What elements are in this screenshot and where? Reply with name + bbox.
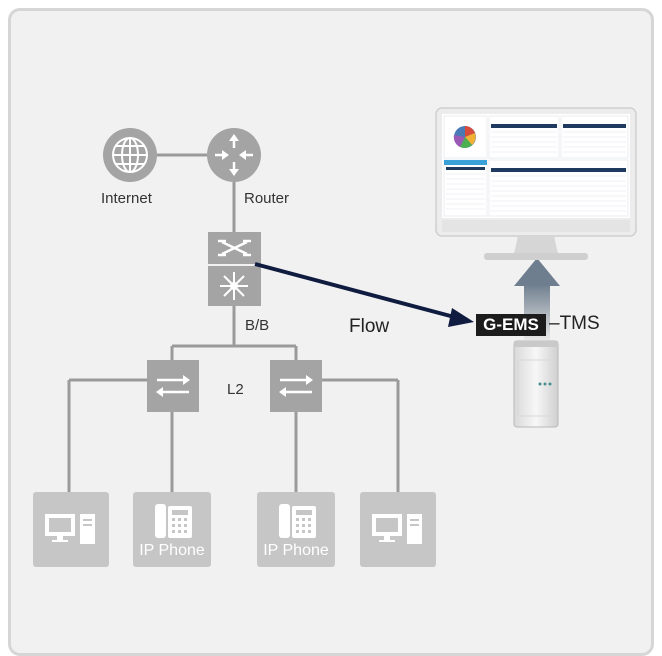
router-icon [207,128,261,182]
flow-arrow [254,262,474,327]
l2-switch-icon [270,360,322,412]
server-icon [513,340,559,428]
l3-switch-icon [208,266,261,306]
router-label: Router [244,190,290,207]
phone-icon [257,492,335,567]
pc-icon [33,492,109,567]
pc-icon [360,492,436,567]
monitor-icon [435,107,637,260]
globe-icon [103,128,157,182]
l2-label: L2 [227,381,244,398]
switch-icon [208,232,261,264]
connection-lines [67,153,400,492]
l2-switch-icon [147,360,199,412]
gems-badge: G-EMS [476,314,546,336]
phone-icon [133,492,211,567]
tms-label: –TMS [549,313,600,334]
ip-phone-label: IP Phone [139,542,205,559]
flow-label: Flow [349,316,390,337]
internet-label: Internet [101,190,152,207]
backbone-label: B/B [245,317,270,334]
dashboard-thumbnail [443,115,629,217]
ip-phone-label: IP Phone [263,542,329,559]
